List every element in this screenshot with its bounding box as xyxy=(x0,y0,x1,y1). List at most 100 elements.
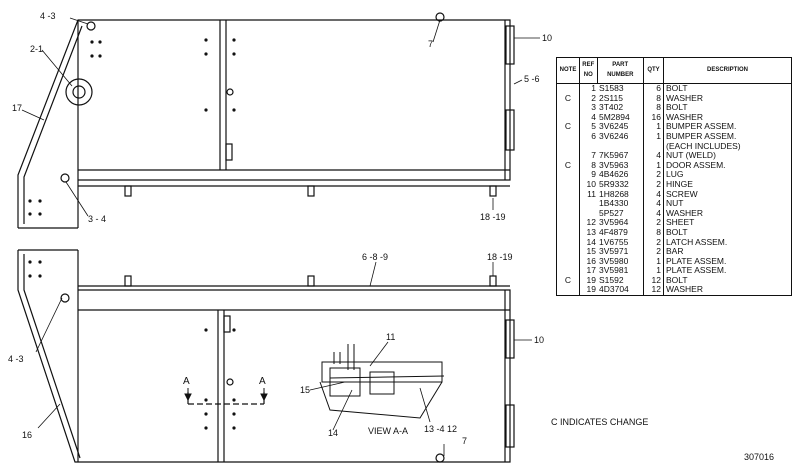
cell-qty: 6 xyxy=(643,83,664,94)
callout-14: 14 xyxy=(328,428,338,438)
cell-ref: 10 xyxy=(586,178,596,189)
cell-desc: BUMPER ASSEM. xyxy=(663,131,792,142)
cell-part: 4B4626 xyxy=(597,170,644,180)
cell-note: C xyxy=(556,122,580,132)
cell-desc: HINGE xyxy=(663,179,792,190)
parts-table: NOTE REF NO PART NUMBER QTY DESCRIPTION … xyxy=(556,57,792,297)
cell-part: 3T402 xyxy=(597,103,644,113)
cell-desc: BAR xyxy=(663,246,792,257)
section-label-a-left: A xyxy=(183,376,190,387)
cell-note xyxy=(556,179,580,190)
cell-ref: 17 xyxy=(586,265,596,276)
callout-18-19-top: 18 -19 xyxy=(480,212,506,222)
cell-qty: 4 xyxy=(643,151,664,161)
cell-note xyxy=(556,112,580,123)
cell-note xyxy=(556,218,580,228)
cell-note: C xyxy=(556,275,580,286)
callout-5-6: 5 -6 xyxy=(524,74,540,84)
cell-part: 3V5980 xyxy=(597,256,644,267)
cell-part: S1592 xyxy=(597,275,644,286)
cell-ref: 11 xyxy=(587,188,596,199)
cell-qty: 4 xyxy=(643,189,664,200)
round-lug xyxy=(65,78,93,106)
cell-part: 4D3704 xyxy=(597,285,644,297)
cell-ref: 1 xyxy=(591,83,596,93)
cell-note xyxy=(556,256,580,267)
callout-13-4-12: 13 -4 12 xyxy=(424,424,457,434)
cell-part: 2S115 xyxy=(597,93,644,104)
cell-note xyxy=(556,103,580,113)
callout-7-low: 7 xyxy=(462,436,467,446)
cell-note xyxy=(556,237,580,248)
cell-ref: 12 xyxy=(586,217,596,228)
cell-part: 5M2894 xyxy=(597,112,644,123)
header-qty: QTY xyxy=(643,57,664,84)
cell-ref: 13 xyxy=(586,226,596,237)
cell-part: 7K5967 xyxy=(597,151,644,161)
change-legend: C INDICATES CHANGE xyxy=(551,417,649,427)
cell-note: C xyxy=(556,160,580,171)
cell-ref: 14 xyxy=(586,236,596,247)
cell-ref: 19 xyxy=(586,274,596,285)
table-row: (EACH INCLUDES) xyxy=(556,141,792,152)
cell-note xyxy=(556,131,580,142)
callout-4-3-top: 4 -3 xyxy=(40,11,56,21)
cell-qty: 12 xyxy=(643,275,664,286)
cell-desc: LUG xyxy=(663,170,792,180)
cell-qty: 8 xyxy=(643,227,664,238)
cell-part: S1583 xyxy=(597,83,644,94)
cell-qty: 2 xyxy=(643,218,664,228)
cell-part: 3V6246 xyxy=(597,131,644,142)
callout-7-top: 7 xyxy=(428,39,433,49)
cell-qty: 2 xyxy=(643,246,664,257)
cell-note xyxy=(556,141,580,152)
cell-desc: SCREW xyxy=(663,189,792,200)
lower-panel-outline xyxy=(17,249,511,463)
cell-desc: SHEET xyxy=(663,218,792,228)
cell-part: 1H8268 xyxy=(597,189,644,200)
cell-note xyxy=(556,151,580,161)
cell-desc: NUT xyxy=(663,199,792,209)
cell-desc: PLATE ASSEM. xyxy=(663,256,792,267)
cell-ref: 7 xyxy=(591,150,596,161)
callout-18-19-mid: 18 -19 xyxy=(487,252,513,262)
cell-ref: 15 xyxy=(586,246,596,257)
cell-desc: BOLT xyxy=(663,83,792,94)
callout-3-4: 3 - 4 xyxy=(88,214,106,224)
cell-part xyxy=(597,141,644,152)
cell-note xyxy=(556,199,580,209)
callout-15: 15 xyxy=(300,385,310,395)
cell-qty: 1 xyxy=(643,160,664,171)
cell-note xyxy=(556,189,580,200)
cell-note xyxy=(556,227,580,238)
header-ref-no: REF NO xyxy=(579,57,598,84)
cell-qty: 1 xyxy=(643,131,664,142)
cell-ref: 6 xyxy=(591,130,596,141)
callout-16: 16 xyxy=(22,430,32,440)
cell-qty: 1 xyxy=(643,122,664,132)
cell-part: 3V6245 xyxy=(597,122,644,132)
callout-17: 17 xyxy=(12,103,22,113)
cell-part: 3V5971 xyxy=(597,246,644,257)
cell-note xyxy=(556,247,580,257)
cell-part: 1B4330 xyxy=(597,199,644,209)
cell-qty: 1 xyxy=(643,266,664,276)
callout-2-1: 2-1 xyxy=(30,44,43,54)
